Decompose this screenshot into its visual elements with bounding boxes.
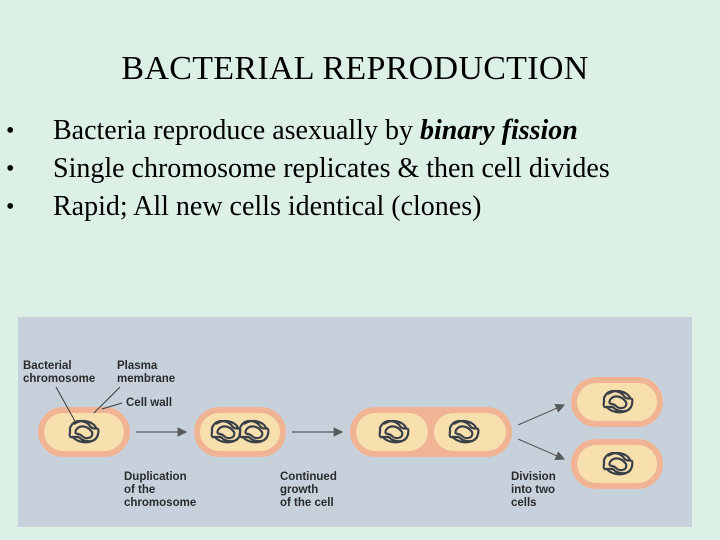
bullet-marker: • <box>6 156 15 182</box>
bullet-text: Rapid; All new cells identical (clones) <box>53 191 482 222</box>
diagram-artwork <box>38 377 663 489</box>
cell-original <box>38 407 130 457</box>
cell-elongated <box>350 407 512 457</box>
bullet-list: • Bacteria reproduce asexually by binary… <box>0 112 720 226</box>
bullet-item: • Bacteria reproduce asexually by binary… <box>0 112 720 150</box>
daughter-cell-top <box>571 377 663 427</box>
binary-fission-diagram: Bacterial chromosome Plasma membrane Cel… <box>18 317 692 527</box>
process-arrows <box>136 403 566 461</box>
daughter-cell-bottom <box>571 439 663 489</box>
label-cell-wall: Cell wall <box>126 397 173 409</box>
label-duplication: Duplication of the chromosome <box>124 471 197 509</box>
label-plasma-membrane: Plasma membrane <box>117 360 176 385</box>
label-bacterial-chromosome: Bacterial chromosome <box>23 360 96 385</box>
label-continued-growth: Continued growth of the cell <box>280 471 337 509</box>
bullet-marker: • <box>6 118 15 144</box>
bullet-item: • Rapid; All new cells identical (clones… <box>0 188 720 226</box>
label-division: Division into two cells <box>511 471 556 509</box>
bullet-text: Single chromosome replicates & then cell… <box>53 153 610 184</box>
bullet-marker: • <box>6 194 15 220</box>
bullet-emphasis: binary fission <box>419 115 578 146</box>
bullet-item: • Single chromosome replicates & then ce… <box>0 150 720 188</box>
cell-duplicated-chromosome <box>194 407 286 457</box>
bullet-text: Bacteria reproduce asexually by <box>53 115 420 146</box>
slide-title: BACTERIAL REPRODUCTION <box>121 50 589 87</box>
leader-lines <box>55 386 123 424</box>
